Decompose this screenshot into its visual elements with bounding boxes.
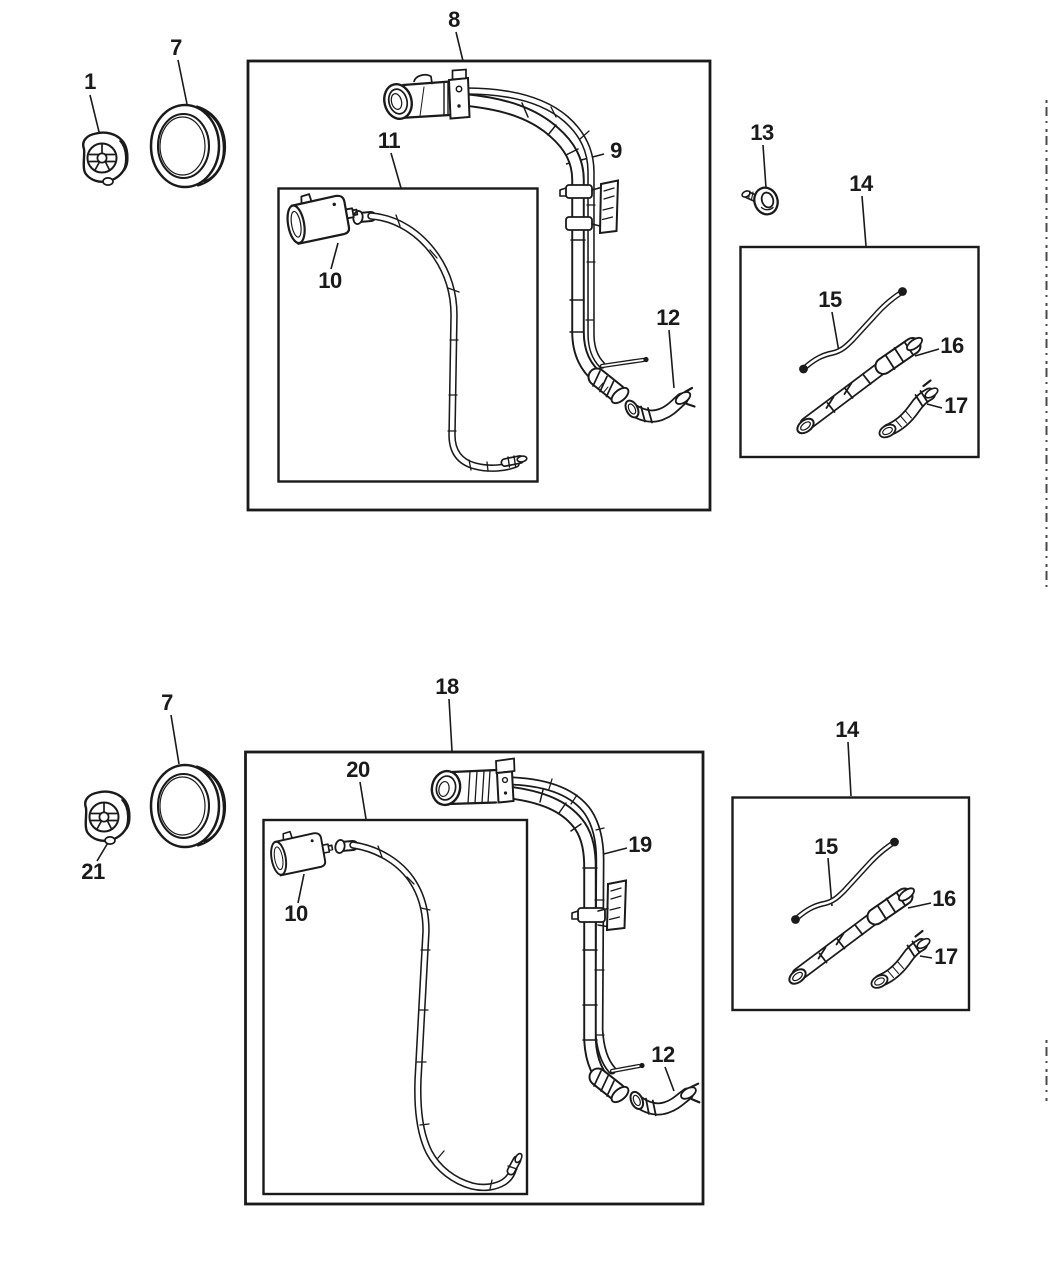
bottom-tube-kit-box bbox=[731, 796, 971, 1012]
bottom-tube-kit bbox=[787, 838, 932, 991]
bottom-filler-hose bbox=[627, 1079, 701, 1118]
tube-clamp bbox=[565, 216, 593, 231]
top-filler-hose bbox=[623, 388, 695, 423]
part-boxes bbox=[244, 59, 980, 1206]
top-tube-kit-box bbox=[739, 245, 980, 459]
top-fuel-cap bbox=[82, 131, 129, 187]
callout-bottom-vent-assembly: 20 bbox=[346, 757, 370, 782]
callout-bottom-seal: 7 bbox=[161, 690, 173, 715]
bottom-canister bbox=[266, 823, 337, 878]
callout-screw: 13 bbox=[750, 120, 774, 145]
callout-bottom-assembly: 18 bbox=[435, 674, 459, 699]
top-canister bbox=[282, 185, 362, 246]
callout-bottom-kit-vent-line: 15 bbox=[814, 834, 838, 859]
mounting-bracket bbox=[571, 879, 628, 932]
top-vent-tube-assembly bbox=[352, 210, 528, 472]
tube-outlet bbox=[588, 1067, 630, 1104]
tube-outlet bbox=[587, 367, 630, 405]
tube-clamp bbox=[565, 184, 593, 199]
leader-lines bbox=[89, 31, 943, 1092]
top-assembly-box bbox=[246, 59, 712, 512]
bottom-assembly-box bbox=[244, 750, 705, 1206]
callout-top-tube-kit: 14 bbox=[849, 171, 873, 196]
mounting-bracket bbox=[591, 179, 620, 235]
callout-top-filler-tube: 9 bbox=[610, 138, 622, 163]
callout-bottom-kit-hose: 17 bbox=[934, 944, 958, 969]
callout-top-kit-filler-tube: 16 bbox=[940, 333, 964, 358]
callout-bottom-canister: 10 bbox=[284, 901, 308, 926]
callout-bottom-kit-filler-tube: 16 bbox=[932, 886, 956, 911]
callout-bottom-cap: 21 bbox=[81, 859, 105, 884]
top-tube-kit bbox=[795, 287, 940, 440]
callout-bottom-tube-kit: 14 bbox=[835, 717, 859, 742]
top-seal-ring bbox=[149, 103, 227, 189]
top-vent-tube-box bbox=[277, 187, 539, 483]
bottom-vent-tube-assembly bbox=[334, 839, 523, 1192]
callout-top-seal: 7 bbox=[170, 35, 182, 60]
screw bbox=[741, 186, 779, 216]
filler-neck bbox=[383, 68, 471, 120]
callout-top-hose: 12 bbox=[656, 305, 680, 330]
callout-top-canister: 10 bbox=[318, 268, 342, 293]
callout-top-vent-assembly: 11 bbox=[377, 128, 401, 153]
filler-neck bbox=[430, 757, 516, 807]
bottom-vent-tube-box bbox=[262, 818, 529, 1196]
bottom-seal-ring bbox=[149, 763, 227, 849]
callout-bottom-filler-tube: 19 bbox=[628, 832, 652, 857]
callout-top-assembly: 8 bbox=[448, 7, 460, 32]
callout-top-cap: 1 bbox=[84, 69, 96, 94]
bottom-fuel-cap bbox=[84, 790, 131, 846]
callout-top-kit-hose: 17 bbox=[944, 393, 968, 418]
top-filler-tube-assembly bbox=[383, 68, 649, 405]
bottom-filler-tube-assembly bbox=[430, 757, 645, 1104]
callout-top-kit-vent-line: 15 bbox=[818, 287, 842, 312]
callout-bottom-hose: 12 bbox=[651, 1042, 675, 1067]
